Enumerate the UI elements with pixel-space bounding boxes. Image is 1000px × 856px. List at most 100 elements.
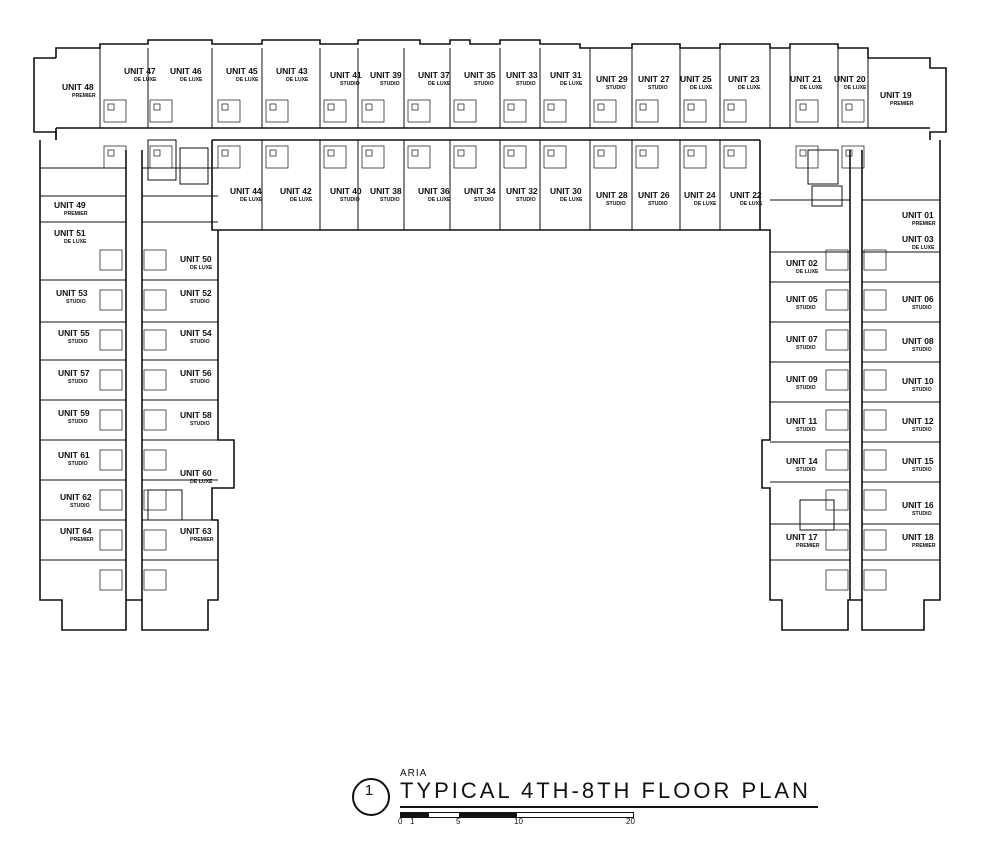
unit-56-label: UNIT 56: [180, 368, 212, 378]
unit-60-label: UNIT 60: [180, 468, 212, 478]
unit-23-label: UNIT 23: [728, 74, 760, 84]
unit-36-type: DE LUXE: [428, 197, 451, 203]
unit-48-label: UNIT 48: [62, 82, 94, 92]
unit-35-type: STUDIO: [474, 81, 494, 87]
scale-label-5: 5: [456, 817, 461, 826]
unit-50-label: UNIT 50: [180, 254, 212, 264]
bathroom-fixtures: [99, 99, 887, 591]
unit-16-label: UNIT 16: [902, 500, 934, 510]
unit-37-label: UNIT 37: [418, 70, 450, 80]
unit-20-label: UNIT 20: [834, 74, 866, 84]
drawing-number-circle: [352, 778, 390, 816]
unit-40-label: UNIT 40: [330, 186, 362, 196]
unit-58-label: UNIT 58: [180, 410, 212, 420]
unit-30-label: UNIT 30: [550, 186, 582, 196]
unit-06-type: STUDIO: [912, 305, 932, 311]
unit-47-type: DE LUXE: [134, 77, 157, 83]
unit-27-type: STUDIO: [648, 85, 668, 91]
scale-label-1: 1: [410, 817, 415, 826]
drawing-number: 1: [364, 782, 374, 799]
unit-43-type: DE LUXE: [286, 77, 309, 83]
unit-01-type: PREMIER: [912, 221, 936, 227]
unit-51-label: UNIT 51: [54, 228, 86, 238]
unit-28-label: UNIT 28: [596, 190, 628, 200]
unit-21-type: DE LUXE: [800, 85, 823, 91]
unit-31-label: UNIT 31: [550, 70, 582, 80]
unit-37-type: DE LUXE: [428, 81, 451, 87]
unit-36-label: UNIT 36: [418, 186, 450, 196]
title-block: 1 ARIA TYPICAL 4TH-8TH FLOOR PLAN 0 1 5 …: [352, 762, 822, 832]
unit-02-label: UNIT 02: [786, 258, 818, 268]
unit-17-label: UNIT 17: [786, 532, 818, 542]
unit-31-type: DE LUXE: [560, 81, 583, 87]
unit-54-type: STUDIO: [190, 339, 210, 345]
unit-18-type: PREMIER: [912, 543, 936, 549]
unit-57-type: STUDIO: [68, 379, 88, 385]
unit-44-label: UNIT 44: [230, 186, 262, 196]
unit-24-label: UNIT 24: [684, 190, 716, 200]
unit-07-type: STUDIO: [796, 345, 816, 351]
unit-44-type: DE LUXE: [240, 197, 263, 203]
unit-53-label: UNIT 53: [56, 288, 88, 298]
unit-12-type: STUDIO: [912, 427, 932, 433]
unit-05-type: STUDIO: [796, 305, 816, 311]
unit-62-label: UNIT 62: [60, 492, 92, 502]
unit-05-label: UNIT 05: [786, 294, 818, 304]
unit-19-type: PREMIER: [890, 101, 914, 107]
unit-52-type: STUDIO: [190, 299, 210, 305]
unit-16-type: STUDIO: [912, 511, 932, 517]
unit-61-label: UNIT 61: [58, 450, 90, 460]
unit-09-label: UNIT 09: [786, 374, 818, 384]
scale-label-0: 0: [398, 817, 403, 826]
unit-29-type: STUDIO: [606, 85, 626, 91]
unit-21-label: UNIT 21: [790, 74, 822, 84]
unit-45-type: DE LUXE: [236, 77, 259, 83]
unit-25-type: DE LUXE: [690, 85, 713, 91]
unit-57-label: UNIT 57: [58, 368, 90, 378]
drawing-title: TYPICAL 4TH-8TH FLOOR PLAN: [400, 778, 811, 803]
unit-38-type: STUDIO: [380, 197, 400, 203]
unit-11-type: STUDIO: [796, 427, 816, 433]
unit-11-label: UNIT 11: [786, 416, 817, 426]
stair-and-elevator-cores: [147, 139, 843, 531]
unit-47-label: UNIT 47: [124, 66, 156, 76]
unit-43-label: UNIT 43: [276, 66, 308, 76]
unit-15-type: STUDIO: [912, 467, 932, 473]
unit-33-type: STUDIO: [516, 81, 536, 87]
unit-25-label: UNIT 25: [680, 74, 712, 84]
unit-19-label: UNIT 19: [880, 90, 912, 100]
unit-34-type: STUDIO: [474, 197, 494, 203]
unit-50-type: DE LUXE: [190, 265, 213, 271]
unit-56-type: STUDIO: [190, 379, 210, 385]
unit-29-label: UNIT 29: [596, 74, 628, 84]
unit-30-type: DE LUXE: [560, 197, 583, 203]
unit-10-type: STUDIO: [912, 387, 932, 393]
unit-54-label: UNIT 54: [180, 328, 212, 338]
unit-41-label: UNIT 41: [330, 70, 362, 80]
unit-46-type: DE LUXE: [180, 77, 203, 83]
unit-26-type: STUDIO: [648, 201, 668, 207]
unit-27-label: UNIT 27: [638, 74, 670, 84]
unit-23-type: DE LUXE: [738, 85, 761, 91]
unit-26-label: UNIT 26: [638, 190, 670, 200]
unit-35-label: UNIT 35: [464, 70, 496, 80]
unit-61-type: STUDIO: [68, 461, 88, 467]
scale-bar-graphic: [400, 812, 634, 818]
scale-bar: 0 1 5 10 20: [398, 812, 640, 830]
unit-40-type: STUDIO: [340, 197, 360, 203]
unit-07-label: UNIT 07: [786, 334, 818, 344]
unit-01-label: UNIT 01: [902, 210, 934, 220]
unit-64-type: PREMIER: [70, 537, 94, 543]
unit-02-type: DE LUXE: [796, 269, 819, 275]
unit-10-label: UNIT 10: [902, 376, 934, 386]
title-underline: [400, 806, 818, 808]
project-name: ARIA: [400, 768, 428, 779]
unit-22-label: UNIT 22: [730, 190, 762, 200]
unit-18-label: UNIT 18: [902, 532, 934, 542]
unit-partitions: [40, 48, 940, 561]
unit-49-type: PREMIER: [64, 211, 88, 217]
unit-55-label: UNIT 55: [58, 328, 90, 338]
unit-03-type: DE LUXE: [912, 245, 935, 251]
unit-39-type: STUDIO: [380, 81, 400, 87]
